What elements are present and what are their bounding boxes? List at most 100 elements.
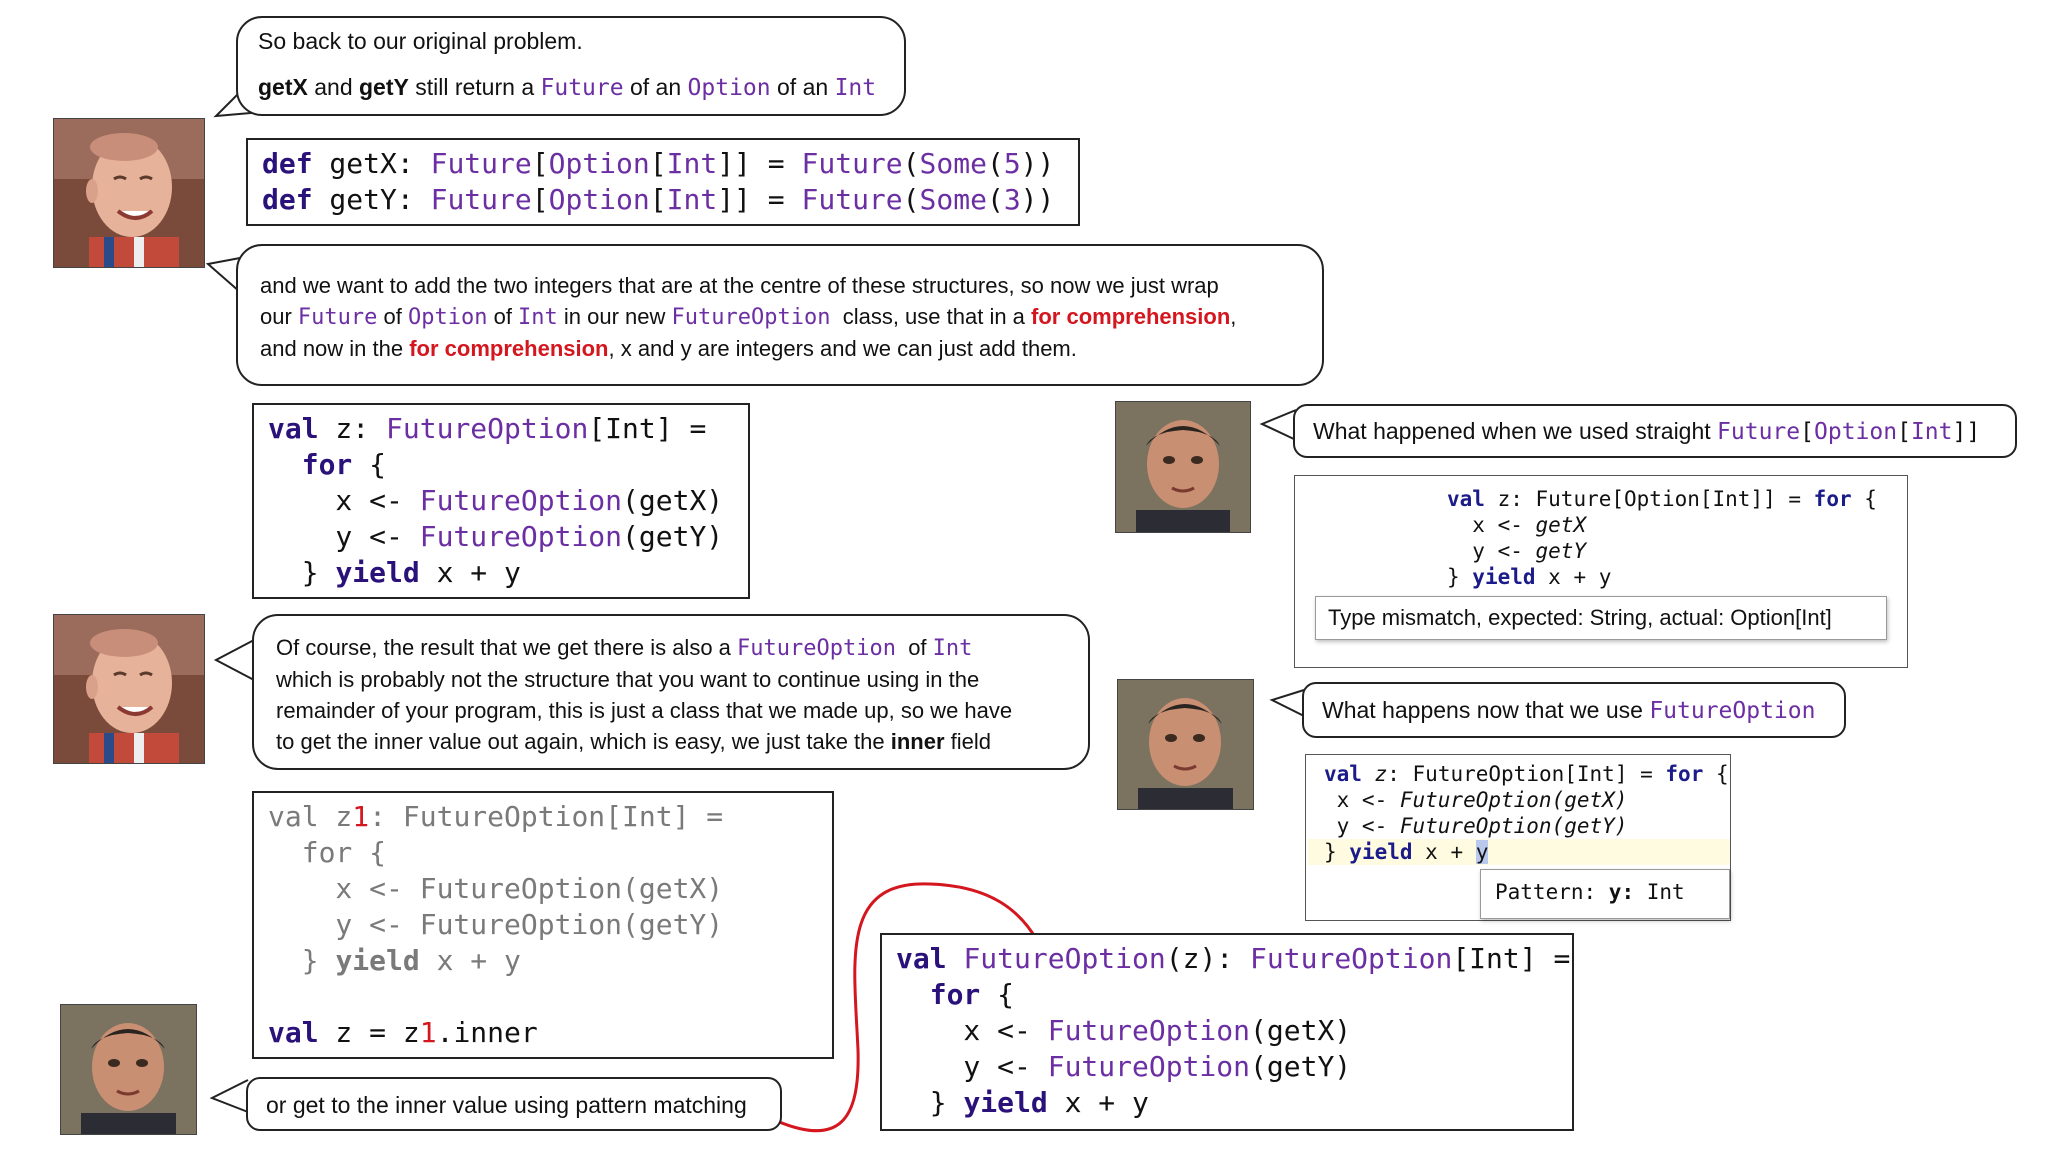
text-seg: or get to the inner value using pattern … [266,1092,747,1118]
ide-snippet-futureoption: val z: FutureOption[Int] = for { x <- Fu… [1305,754,1731,921]
result-line2: which is probably not the structure that… [276,667,980,692]
avatar-dark-portrait [1116,402,1250,532]
code-seg: { [980,978,1015,1011]
kw-val: val [896,942,947,975]
code-seg: { [1851,487,1877,511]
type-int: Int [666,147,718,180]
gety-ref: getY [359,74,409,100]
code-seg: y <- FutureOption(getY) [268,908,724,941]
kw-yield: yield [1349,840,1413,864]
ident-z: z [1374,762,1388,786]
type-mismatch-tooltip: Type mismatch, expected: String, actual:… [1315,596,1887,640]
type-future: Future [430,147,532,180]
code-seg: x <- FutureOption(getX) [268,872,724,905]
speech-bubble-pattern-matching: or get to the inner value using pattern … [246,1077,782,1131]
code-seg: (z): [1165,942,1251,975]
avatar-presenter-bald-2 [53,614,205,764]
bubble-intro-line1: So back to our original problem. [258,28,583,54]
kw-val: val [268,412,319,445]
code-seg: x <- [268,484,420,517]
code-seg: = [750,147,802,180]
literal-5: 5 [1003,147,1021,180]
int-ref: Int [932,636,973,661]
avatar-dark-portrait-2 [1118,680,1253,809]
text-seg: of [377,304,408,329]
bubble-intro-line2: getX and getY still return a Future of a… [258,72,884,103]
code-seg: [ [649,183,667,216]
int-ref: Int [1910,419,1953,445]
code-seg: [Int] = [588,412,707,445]
code-seg: y <- [268,520,420,553]
text-seg: , [1230,304,1237,329]
type-future: Future [801,183,903,216]
result-line4: to get the inner value out again, which … [276,726,1066,757]
code-seg: x + y [1047,1086,1149,1119]
ident-y-selected: y [1475,840,1489,864]
for-comprehension-ref: for comprehension [409,336,609,361]
kw-val: val [268,1016,319,1049]
code-seg: } [268,556,336,589]
avatar-presenter-dark-hair-3 [60,1004,197,1135]
speech-bubble-future-option-question: What happened when we used straight Futu… [1293,404,2017,458]
text-seg: still return a [408,74,541,100]
code-seg: (getY) [1250,1050,1352,1083]
speech-bubble-futureoption-now: What happens now that we use FutureOptio… [1302,682,1846,738]
type-option: Option [548,147,650,180]
code-getx-line: def getX: Future[Option[Int]] = Future(S… [262,146,1064,182]
highlight-line [1308,839,1730,865]
kw-val: val [1324,762,1362,786]
text-seg: Int [1634,880,1685,904]
code-seg: (getY) [622,520,724,553]
code-lines: val z1: FutureOption[Int] = for { x <- F… [268,799,818,1051]
code-block-for-comprehension: val z: FutureOption[Int] = for { x <- Fu… [252,403,750,599]
code-seg: x <- [1324,788,1400,812]
avatar-dark-portrait-3 [61,1005,196,1134]
code-seg: [ [531,183,549,216]
text-seg: field [944,729,992,754]
text-seg: of [895,635,933,660]
code-seg: ( [986,183,1004,216]
type-some: Some [919,183,987,216]
pattern-tooltip: Pattern: y: Int [1480,869,1730,919]
text-seg: to get the inner value out again, which … [276,729,891,754]
avatar-presenter-dark-hair [1115,401,1251,533]
type-futureoption: FutureOption [963,942,1166,975]
code-block-getx-gety: def getX: Future[Option[Int]] = Future(S… [246,138,1080,226]
int-ref: Int [834,75,877,101]
explanation-line1: and we want to add the two integers that… [260,273,1219,298]
code-seg: z: [318,412,387,445]
text-seg: [ [1897,419,1911,445]
code-seg: (getX) [622,484,724,517]
literal-3: 3 [1003,183,1021,216]
code-seg: } [268,944,336,977]
kw-yield: yield [335,556,420,589]
code-seg: )) [1020,147,1055,180]
code-lines: val FutureOption(z): FutureOption[Int] =… [896,941,1570,1121]
code-seg: getX: [312,147,431,180]
code-seg: x <- [1447,513,1536,537]
kw-for: for [301,448,353,481]
for-comprehension-ref: for comprehension [1031,304,1231,329]
code-block-inner-field: val z1: FutureOption[Int] = for { x <- F… [252,791,834,1059]
digit-highlight: 1 [352,800,370,833]
text-seg: [ [1800,419,1814,445]
avatar-presenter-dark-hair-2 [1117,679,1254,810]
text-seg: What happened when we used straight [1313,418,1718,444]
ide-code: val z: Future[Option[Int]] = for { x <- … [1447,486,1877,590]
text-seg: in our new [557,304,672,329]
code-seg: x + y [1535,565,1612,589]
type-future: Future [801,147,903,180]
code-seg: { [1703,762,1729,786]
futureoption-ref: FutureOption [1649,698,1816,724]
code-seg: } [896,1086,964,1119]
type-futureoption: FutureOption [419,484,623,517]
kw-def: def [262,147,313,180]
text-seg: of an [623,74,688,100]
type-futureoption: FutureOption [386,412,589,445]
code-seg: [ [531,147,549,180]
type-futureoption: FutureOption [1047,1014,1251,1047]
text-seg: class, use that in a [830,304,1032,329]
futureoption-ref: FutureOption [671,305,831,330]
code-seg: )) [1020,183,1055,216]
getx-ref: getX [258,74,308,100]
